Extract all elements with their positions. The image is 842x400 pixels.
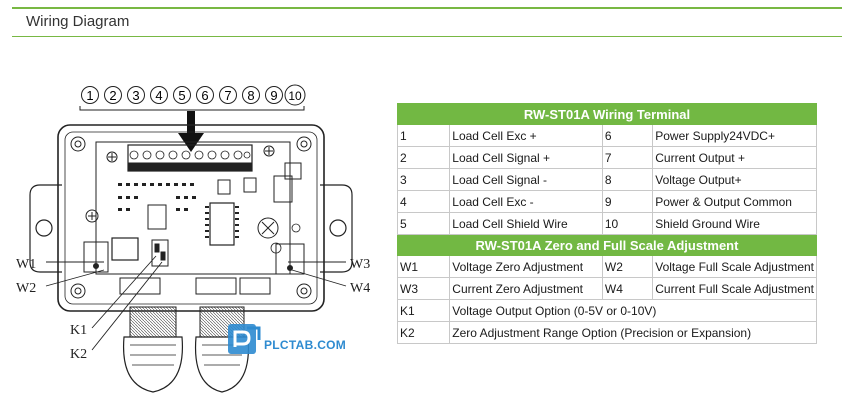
option-code: K1	[396, 299, 451, 322]
terminal-number: 8	[601, 168, 654, 191]
terminal-function: Voltage Output+	[652, 168, 817, 191]
label-w1: W1	[16, 257, 36, 272]
adjust-code: W3	[396, 277, 451, 300]
label-k1: K1	[70, 323, 87, 338]
svg-text:5: 5	[178, 88, 185, 103]
svg-text:10: 10	[288, 89, 302, 103]
adjust-function: Current Full Scale Adjustment	[652, 277, 817, 300]
terminal-number-8: 8	[242, 86, 260, 104]
plctab-logo-icon	[228, 324, 261, 354]
watermark-text: PLCTAB.COM	[264, 338, 347, 352]
table-row: W3 Current Zero Adjustment W4 Current Fu…	[396, 277, 817, 300]
enclosure-ears	[29, 184, 353, 273]
adjust-table-title: RW-ST01A Zero and Full Scale Adjustment	[397, 234, 817, 256]
svg-text:3: 3	[132, 88, 139, 103]
terminal-number: 10	[601, 212, 654, 235]
terminal-function: Load Cell Signal +	[449, 146, 603, 169]
table-row: K2 Zero Adjustment Range Option (Precisi…	[396, 321, 817, 344]
adjust-code: W1	[396, 255, 451, 278]
label-w3: W3	[350, 257, 370, 272]
terminal-number-3: 3	[127, 86, 145, 104]
table-row: 2 Load Cell Signal + 7 Current Output +	[396, 146, 817, 169]
terminal-number: 2	[396, 146, 451, 169]
terminal-number: 5	[396, 212, 451, 235]
table-row: 1 Load Cell Exc + 6 Power Supply24VDC+	[396, 124, 817, 147]
option-description: Zero Adjustment Range Option (Precision …	[449, 321, 817, 344]
adjust-code: W4	[601, 277, 654, 300]
terminal-number: 7	[601, 146, 654, 169]
terminal-number-1: 1	[81, 86, 99, 104]
svg-text:8: 8	[247, 88, 254, 103]
down-arrow-icon	[178, 111, 204, 152]
option-description: Voltage Output Option (0-5V or 0-10V)	[449, 299, 817, 322]
terminal-number: 4	[396, 190, 451, 213]
terminal-number: 1	[396, 124, 451, 147]
table-row: 4 Load Cell Exc - 9 Power & Output Commo…	[396, 190, 817, 213]
enclosure	[57, 124, 325, 312]
adjust-function: Current Zero Adjustment	[449, 277, 603, 300]
terminal-function: Load Cell Signal -	[449, 168, 603, 191]
svg-text:7: 7	[224, 88, 231, 103]
terminal-function: Power & Output Common	[652, 190, 817, 213]
terminal-number-2: 2	[104, 86, 122, 104]
wiring-table-title: RW-ST01A Wiring Terminal	[397, 103, 817, 125]
terminal-number-7: 7	[219, 86, 237, 104]
svg-text:4: 4	[155, 88, 162, 103]
table-row: 3 Load Cell Signal - 8 Voltage Output+	[396, 168, 817, 191]
adjust-function: Voltage Full Scale Adjustment	[652, 255, 817, 278]
table-row: W1 Voltage Zero Adjustment W2 Voltage Fu…	[396, 255, 817, 278]
terminal-number-5: 5	[173, 86, 191, 104]
leader-lines	[45, 255, 347, 351]
pcb-board	[83, 141, 305, 295]
header-top-line	[12, 7, 842, 9]
terminal-function: Load Cell Exc +	[449, 124, 603, 147]
terminal-number-6: 6	[196, 86, 214, 104]
terminal-number: 9	[601, 190, 654, 213]
terminal-function: Power Supply24VDC+	[652, 124, 817, 147]
label-k2: K2	[70, 347, 87, 362]
terminal-number: 3	[396, 168, 451, 191]
adjust-function: Voltage Zero Adjustment	[449, 255, 603, 278]
terminal-function: Load Cell Shield Wire	[449, 212, 603, 235]
corner-screws	[70, 136, 312, 299]
wiring-diagram: 1 2 3 4 5 6 7 8 9 10	[16, 84, 370, 393]
option-code: K2	[396, 321, 451, 344]
terminal-function: Shield Ground Wire	[652, 212, 817, 235]
svg-text:9: 9	[270, 88, 277, 103]
wiring-terminal-table: RW-ST01A Wiring Terminal 1 Load Cell Exc…	[396, 103, 817, 344]
terminal-number-9: 9	[265, 86, 283, 104]
svg-text:6: 6	[201, 88, 208, 103]
label-w4: W4	[350, 281, 370, 296]
table-row: K1 Voltage Output Option (0-5V or 0-10V)	[396, 299, 817, 322]
terminal-number-4: 4	[150, 86, 168, 104]
svg-text:1: 1	[86, 88, 93, 103]
terminal-function: Load Cell Exc -	[449, 190, 603, 213]
table-header-row: RW-ST01A Wiring Terminal	[397, 103, 817, 125]
header-divider	[12, 36, 842, 37]
page-title: Wiring Diagram	[26, 13, 130, 30]
cable-glands	[122, 306, 250, 393]
table-row: 5 Load Cell Shield Wire 10 Shield Ground…	[396, 212, 817, 235]
table-header-row: RW-ST01A Zero and Full Scale Adjustment	[397, 234, 817, 256]
terminal-number-10: 10	[284, 84, 306, 106]
terminal-number-row: 1 2 3 4 5 6 7 8 9 10	[81, 84, 306, 106]
adjust-code: W2	[601, 255, 654, 278]
terminal-function: Current Output +	[652, 146, 817, 169]
terminal-number: 6	[601, 124, 654, 147]
svg-text:2: 2	[109, 88, 116, 103]
label-w2: W2	[16, 281, 36, 296]
